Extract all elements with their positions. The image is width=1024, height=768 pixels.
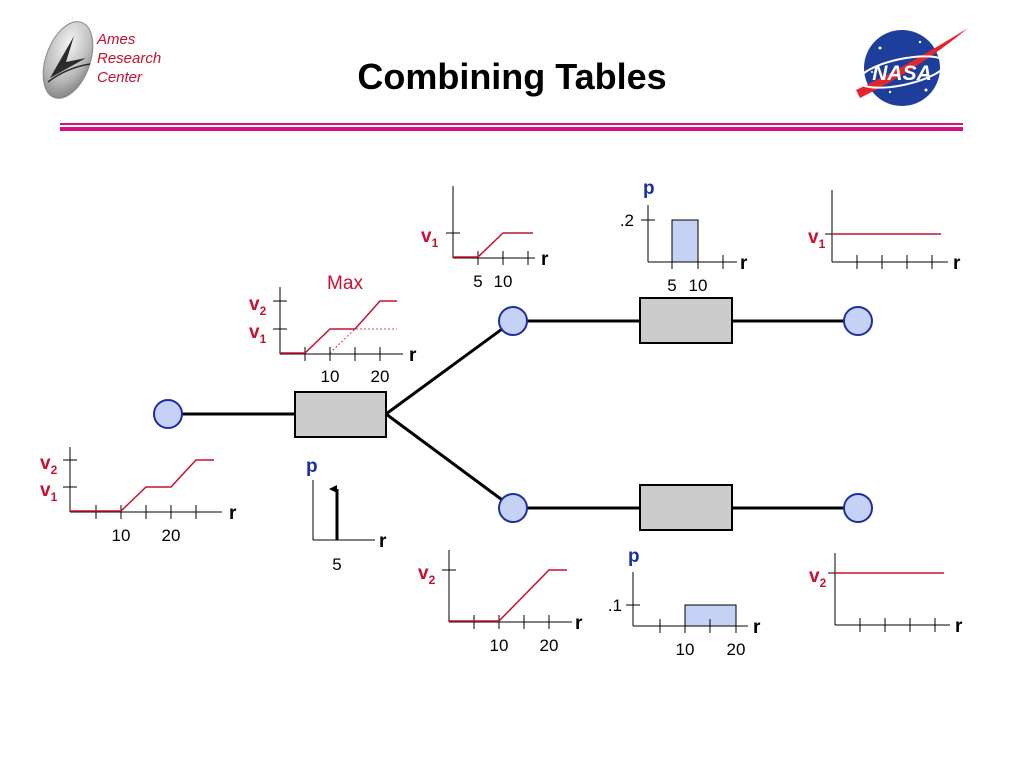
max-dotted-curve [329, 328, 397, 354]
svg-text:v1: v1 [40, 480, 58, 504]
svg-text:r: r [379, 531, 387, 552]
top-ramp-curve [453, 232, 533, 258]
ames-line-2: Research [97, 50, 162, 67]
max-curve [280, 300, 397, 354]
upper-node-left [498, 306, 528, 336]
svg-text:v2: v2 [40, 453, 58, 477]
upper-table-box [639, 297, 733, 344]
top-pdf-plot: p .2 r 5 10 [620, 178, 748, 295]
combine-box [294, 391, 387, 438]
upper-node-right [843, 306, 873, 336]
svg-text:.2: .2 [620, 211, 634, 230]
svg-text:r: r [740, 253, 748, 274]
svg-text:20: 20 [162, 526, 181, 545]
impulse-plot: p r 5 [306, 456, 387, 574]
lower-node-right [843, 493, 873, 523]
ames-logo [42, 21, 94, 99]
left-value-plot: v2 v1 r 10 20 [40, 447, 237, 545]
top-pdf-bar [671, 219, 699, 263]
svg-text:p: p [628, 546, 640, 567]
nasa-logo: NASA [856, 28, 968, 106]
svg-text:10: 10 [112, 526, 131, 545]
svg-text:v1: v1 [249, 322, 267, 346]
svg-text:5: 5 [667, 276, 676, 295]
svg-text:r: r [229, 503, 237, 524]
svg-text:20: 20 [540, 636, 559, 655]
svg-text:10: 10 [676, 640, 695, 659]
lower-table-box [639, 484, 733, 531]
svg-text:r: r [541, 249, 549, 270]
svg-text:v1: v1 [421, 226, 439, 250]
svg-text:v1: v1 [808, 227, 826, 251]
svg-text:r: r [753, 617, 761, 638]
ames-line-3: Center [97, 69, 143, 86]
svg-text:.1: .1 [608, 596, 622, 615]
svg-text:p: p [643, 178, 655, 199]
svg-text:v2: v2 [418, 563, 436, 587]
svg-text:p: p [306, 456, 318, 477]
top-ramp-plot: v1 r 5 10 [421, 186, 549, 291]
root-node [153, 399, 183, 429]
svg-text:10: 10 [321, 367, 340, 386]
svg-text:20: 20 [371, 367, 390, 386]
svg-text:v2: v2 [809, 566, 827, 590]
svg-text:v2: v2 [249, 294, 267, 318]
bottom-flat-plot: v2 r [809, 553, 963, 637]
svg-text:5: 5 [332, 555, 341, 574]
svg-text:10: 10 [494, 272, 513, 291]
bottom-ramp-plot: v2 r 10 20 [418, 550, 583, 655]
svg-text:10: 10 [490, 636, 509, 655]
lower-node-left [498, 493, 528, 523]
page-title: Combining Tables [357, 56, 667, 97]
nasa-logo-text: NASA [872, 62, 932, 85]
edge-box-to-lower [385, 412, 514, 510]
svg-text:10: 10 [689, 276, 708, 295]
max-caption: Max [327, 273, 363, 294]
svg-text:r: r [955, 616, 963, 637]
ames-research-center-label: Ames Research Center [97, 30, 161, 87]
svg-text:20: 20 [727, 640, 746, 659]
bottom-pdf-plot: p .1 r 10 20 [608, 546, 761, 659]
svg-text:r: r [575, 613, 583, 634]
network-edges [168, 319, 858, 510]
edge-box-to-upper [385, 319, 514, 416]
bottom-ramp-curve [449, 569, 567, 622]
svg-text:5: 5 [473, 272, 482, 291]
svg-text:r: r [953, 253, 961, 274]
top-flat-plot: v1 r [808, 190, 961, 274]
header-rule [60, 123, 963, 131]
max-plot: Max v2 v1 r 10 20 [249, 273, 417, 386]
svg-text:r: r [409, 345, 417, 366]
left-value-curve [70, 459, 214, 512]
ames-line-1: Ames [97, 31, 136, 48]
